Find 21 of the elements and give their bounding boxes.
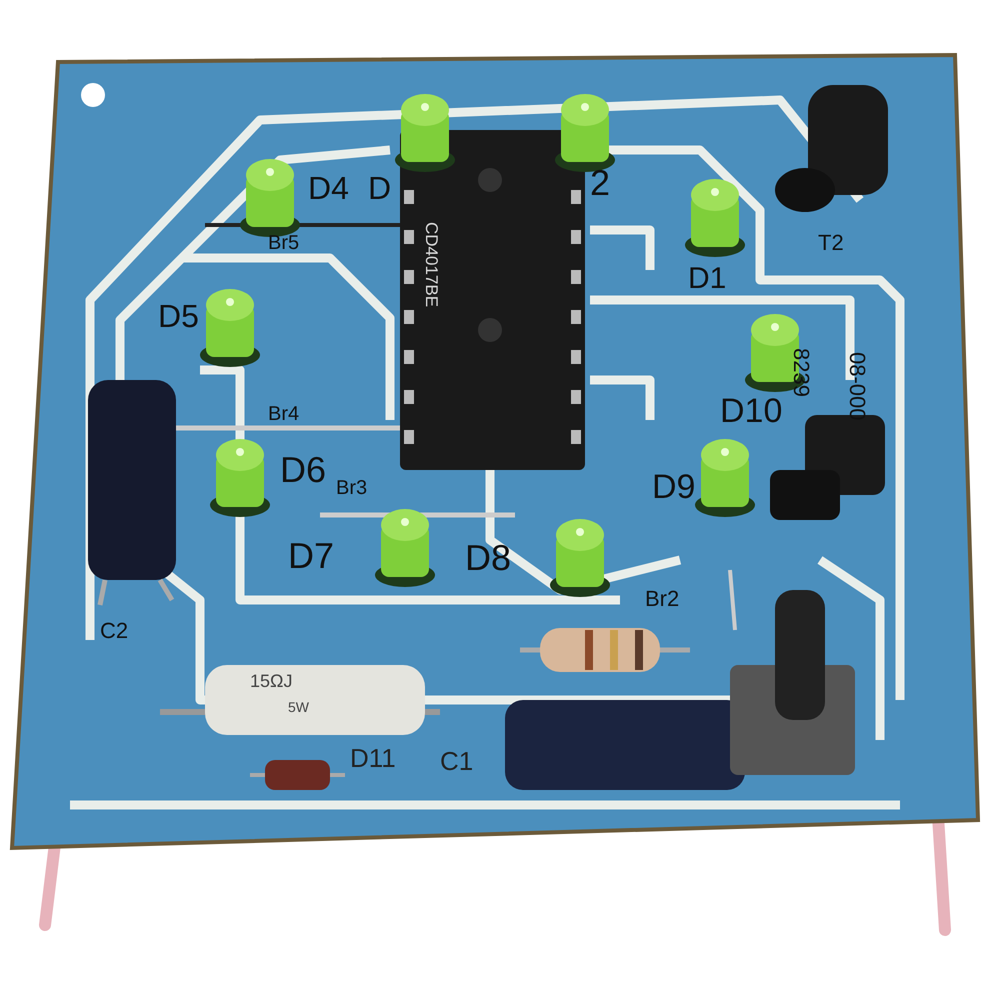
silkscreen-label: C2	[100, 620, 128, 642]
silkscreen-label: D6	[280, 452, 326, 488]
silkscreen-label: 2	[590, 165, 610, 201]
silkscreen-label: T2	[818, 232, 844, 254]
silkscreen-label: Br2	[645, 588, 680, 610]
silkscreen-label: D8	[465, 540, 512, 576]
silkscreen-label: D11	[350, 745, 396, 771]
silkscreen-label: D10	[720, 394, 782, 428]
silkscreen-label: Br5	[268, 233, 300, 253]
silkscreen-label: C1	[440, 748, 474, 774]
silkscreen-label: D4	[308, 172, 349, 204]
silkscreen-label: Br3	[336, 478, 368, 498]
silkscreen-label: D5	[158, 300, 199, 332]
resistor-marking: 15ΩJ	[250, 672, 292, 690]
silkscreen-label: D	[368, 172, 392, 204]
silkscreen-label: D7	[288, 538, 334, 574]
silkscreen-label: Br4	[268, 404, 300, 424]
resistor-marking: 5W	[288, 700, 309, 714]
silkscreen-label: D9	[652, 470, 696, 504]
chip-marking: CD4017BE	[423, 222, 440, 308]
silkscreen-label: D1	[688, 264, 726, 294]
